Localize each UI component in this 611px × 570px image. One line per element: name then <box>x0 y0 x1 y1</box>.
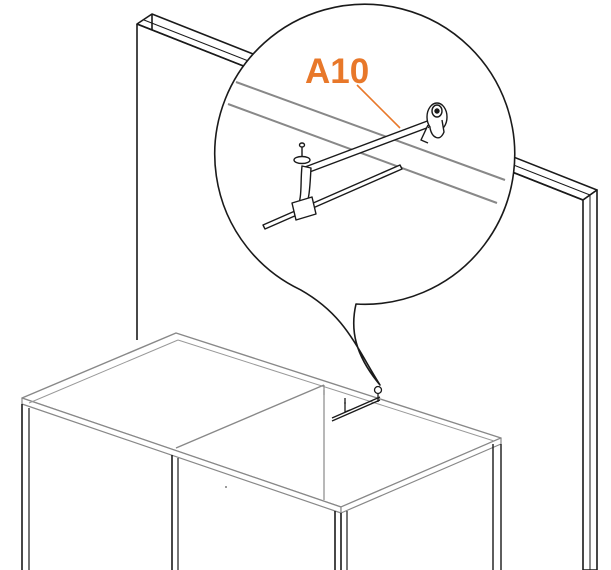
callout-leader-line <box>356 84 401 129</box>
zoom-bubble <box>213 3 516 386</box>
part-label-a10: A10 <box>305 52 369 91</box>
bubble-rail-lines <box>227 81 506 204</box>
cabinet <box>21 332 502 570</box>
small-clip-bracket <box>331 385 383 422</box>
clip-bracket-detail <box>262 102 448 230</box>
